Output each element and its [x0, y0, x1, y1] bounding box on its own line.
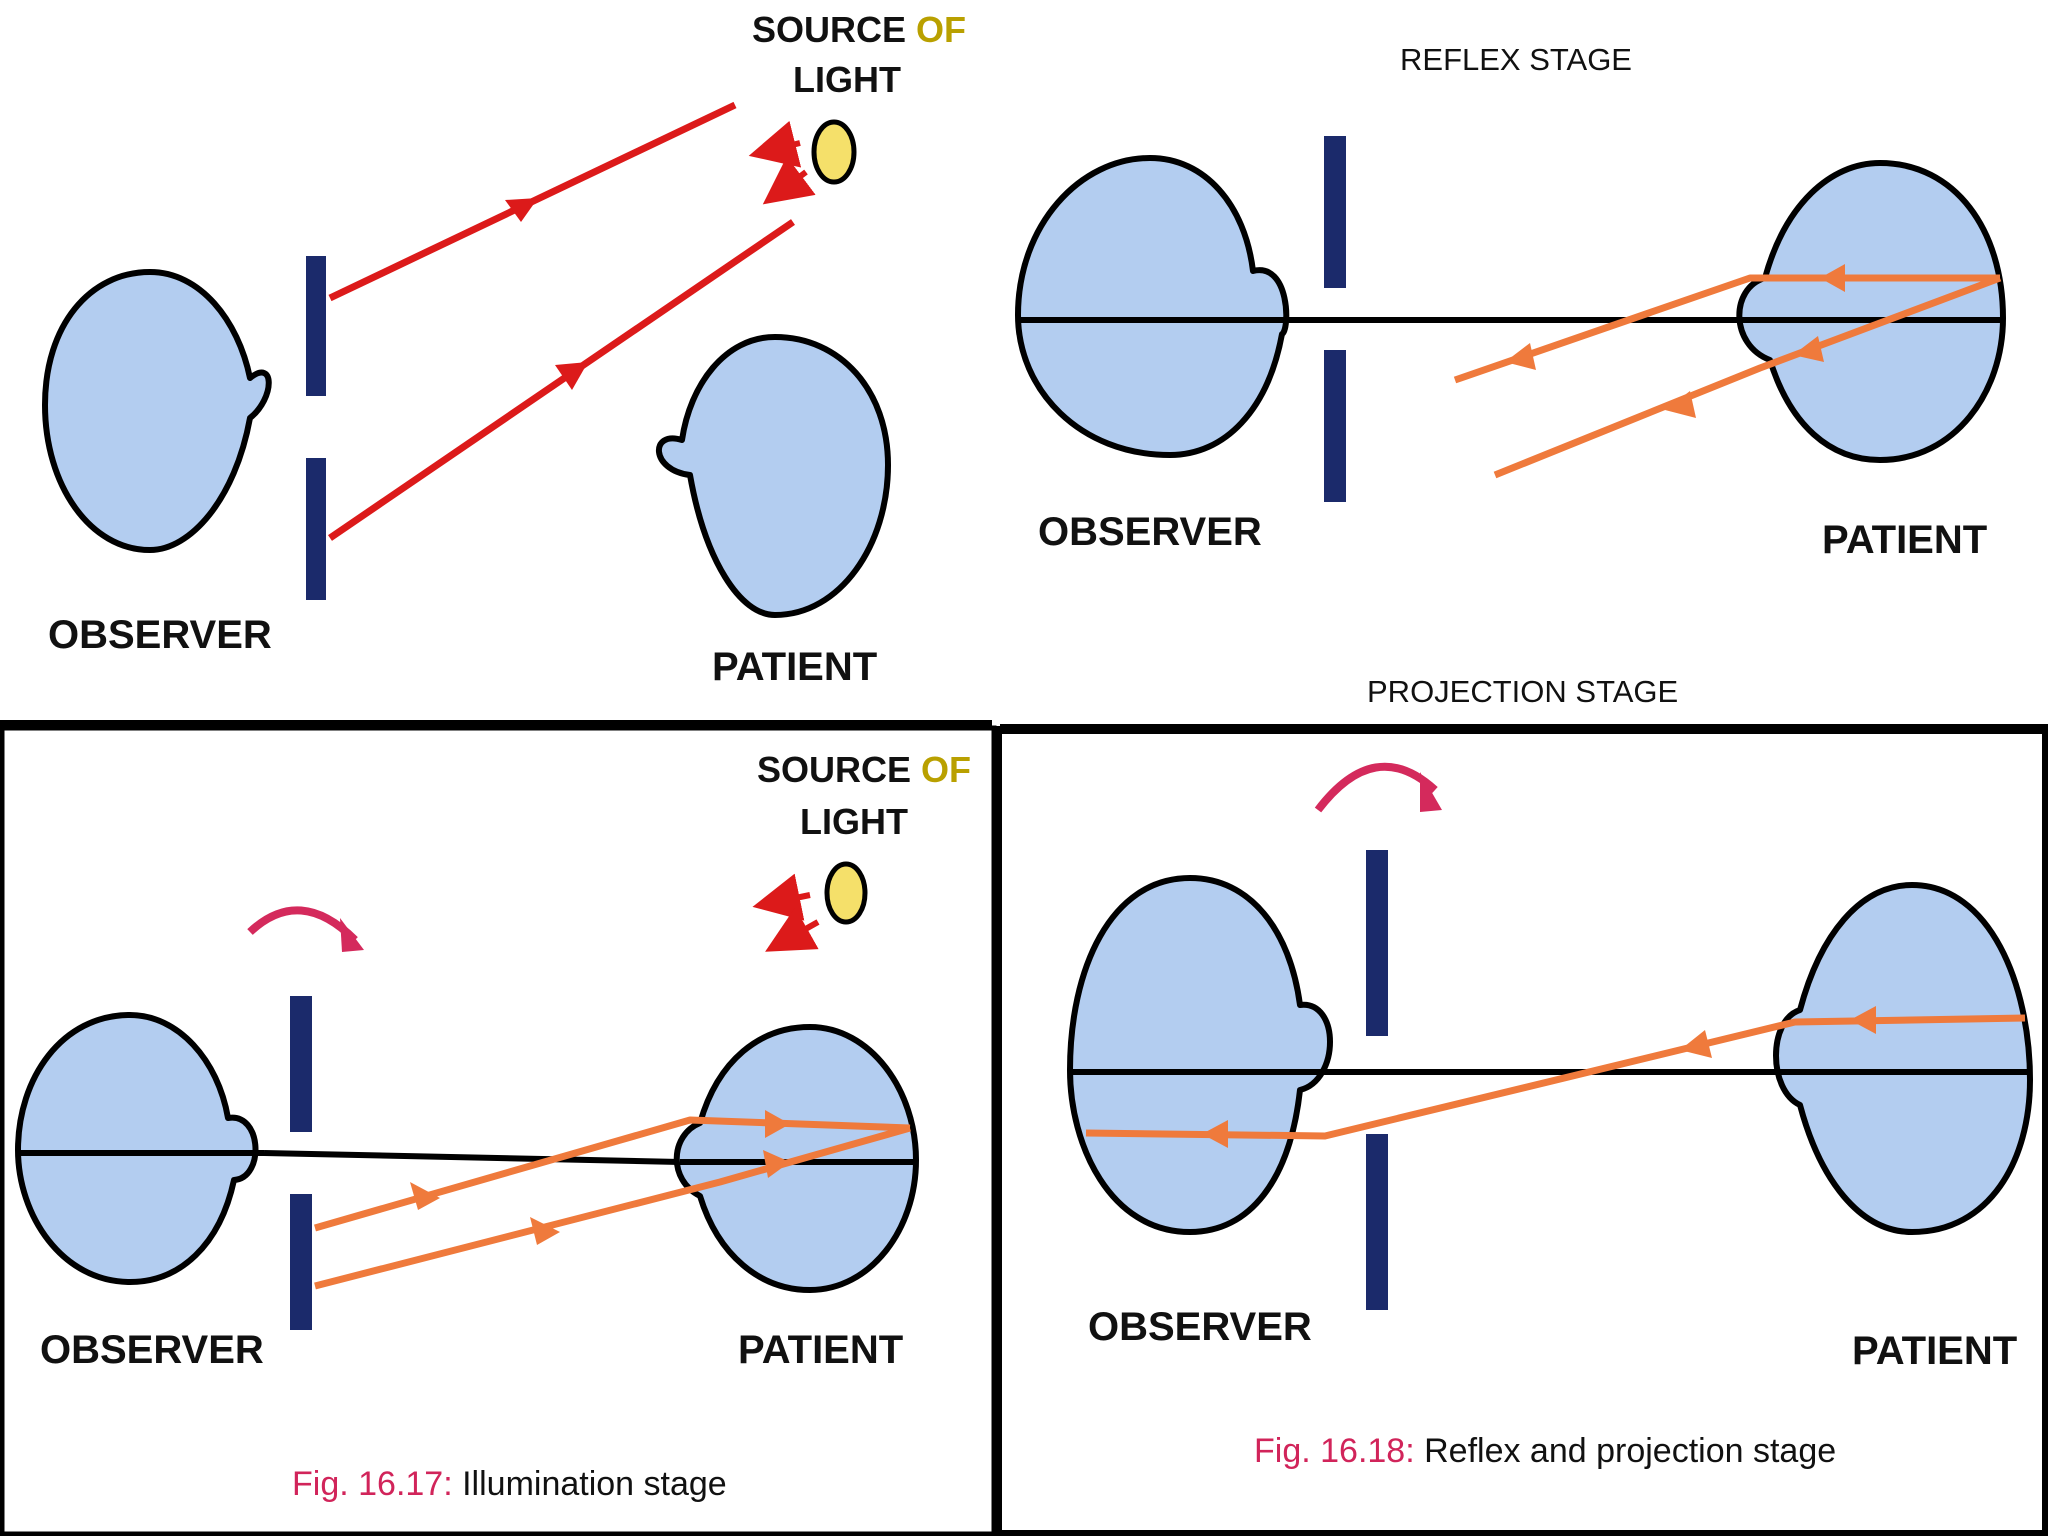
ray-arrowhead: [1680, 1030, 1712, 1058]
observer-label: OBSERVER: [1088, 1305, 1312, 1349]
light-arrow-1: [748, 120, 802, 168]
light-bulb: [824, 861, 868, 925]
reflex-stage-title: REFLEX STAGE: [1400, 42, 1632, 77]
illumination-ray-2: [314, 1124, 911, 1290]
patient-label: PATIENT: [738, 1328, 903, 1372]
source-label-line1: SOURCE OF: [757, 749, 971, 790]
panel-bottom-right-frame: [994, 726, 2048, 1536]
panel-bottom-left: SOURCE OF LIGHT OBSERVER PATIENT Fig. 16…: [15, 749, 971, 1503]
ray-arrowhead: [1202, 1120, 1228, 1148]
ray-arrowhead: [1665, 391, 1696, 418]
source-label-line2: LIGHT: [793, 59, 901, 100]
light-arrow-2: [765, 907, 820, 952]
panel-bottom-right: OBSERVER PATIENT Fig. 16.18: Reflex and …: [1067, 762, 2033, 1470]
panel-top-right: REFLEX STAGE OBSERVER PATIENT PROJECTION…: [1015, 42, 2006, 709]
ray-1-arrowhead: [505, 198, 538, 222]
light-arrow-1: [752, 873, 811, 921]
source-label-line2: LIGHT: [800, 801, 908, 842]
reflected-ray-1: [1453, 274, 2000, 384]
ray-arrowhead: [410, 1182, 440, 1210]
panel-top-left: SOURCE OF LIGHT OBSERVER PATIENT: [42, 9, 966, 689]
patient-eye: [1736, 160, 2006, 463]
patient-eye: [1773, 882, 2033, 1235]
illumination-ray-1: [314, 1116, 911, 1232]
ray-arrowhead: [1505, 343, 1536, 370]
patient-eye: [655, 334, 891, 618]
mirror-upper: [306, 256, 326, 396]
rotate-arrowhead: [1420, 772, 1442, 812]
mirror-lower: [1366, 1134, 1388, 1310]
ray-arrowhead: [530, 1217, 560, 1245]
observer-label: OBSERVER: [1038, 510, 1262, 554]
figure-caption-16-17: Fig. 16.17: Illumination stage: [292, 1465, 727, 1503]
ray-arrowhead: [765, 1110, 790, 1138]
projection-stage-title: PROJECTION STAGE: [1367, 674, 1678, 709]
observer-eye: [42, 269, 272, 553]
observer-label: OBSERVER: [48, 613, 272, 657]
observer-label: OBSERVER: [40, 1328, 264, 1372]
reflected-ray-2: [1493, 274, 2002, 479]
mirror-lower: [290, 1194, 312, 1330]
ray-arrowhead: [1820, 264, 1845, 292]
observer-eye: [1015, 155, 1290, 458]
mirror-upper: [1324, 136, 1346, 288]
light-bulb: [811, 119, 857, 185]
ray-arrowhead: [1850, 1006, 1876, 1034]
observer-eye: [15, 1012, 259, 1285]
observer-eye: [1067, 875, 1333, 1235]
patient-label: PATIENT: [1852, 1329, 2017, 1373]
source-label-line1: SOURCE OF: [752, 9, 966, 50]
mirror-lower: [306, 458, 326, 600]
patient-label: PATIENT: [712, 645, 877, 689]
light-arrow-2: [762, 156, 816, 205]
patient-label: PATIENT: [1822, 518, 1987, 562]
incident-ray-2: [328, 219, 795, 541]
ray-2-arrowhead: [555, 362, 588, 390]
mirror-upper: [1366, 850, 1388, 1036]
mirror-upper: [290, 996, 312, 1132]
visual-axis-line: [263, 1150, 681, 1165]
ray-arrowhead: [1793, 336, 1824, 362]
figure-caption-16-18: Fig. 16.18: Reflex and projection stage: [1254, 1432, 1836, 1470]
rotate-arrowhead: [340, 918, 364, 952]
mirror-lower: [1324, 350, 1346, 502]
ray-arrowhead: [763, 1150, 790, 1178]
